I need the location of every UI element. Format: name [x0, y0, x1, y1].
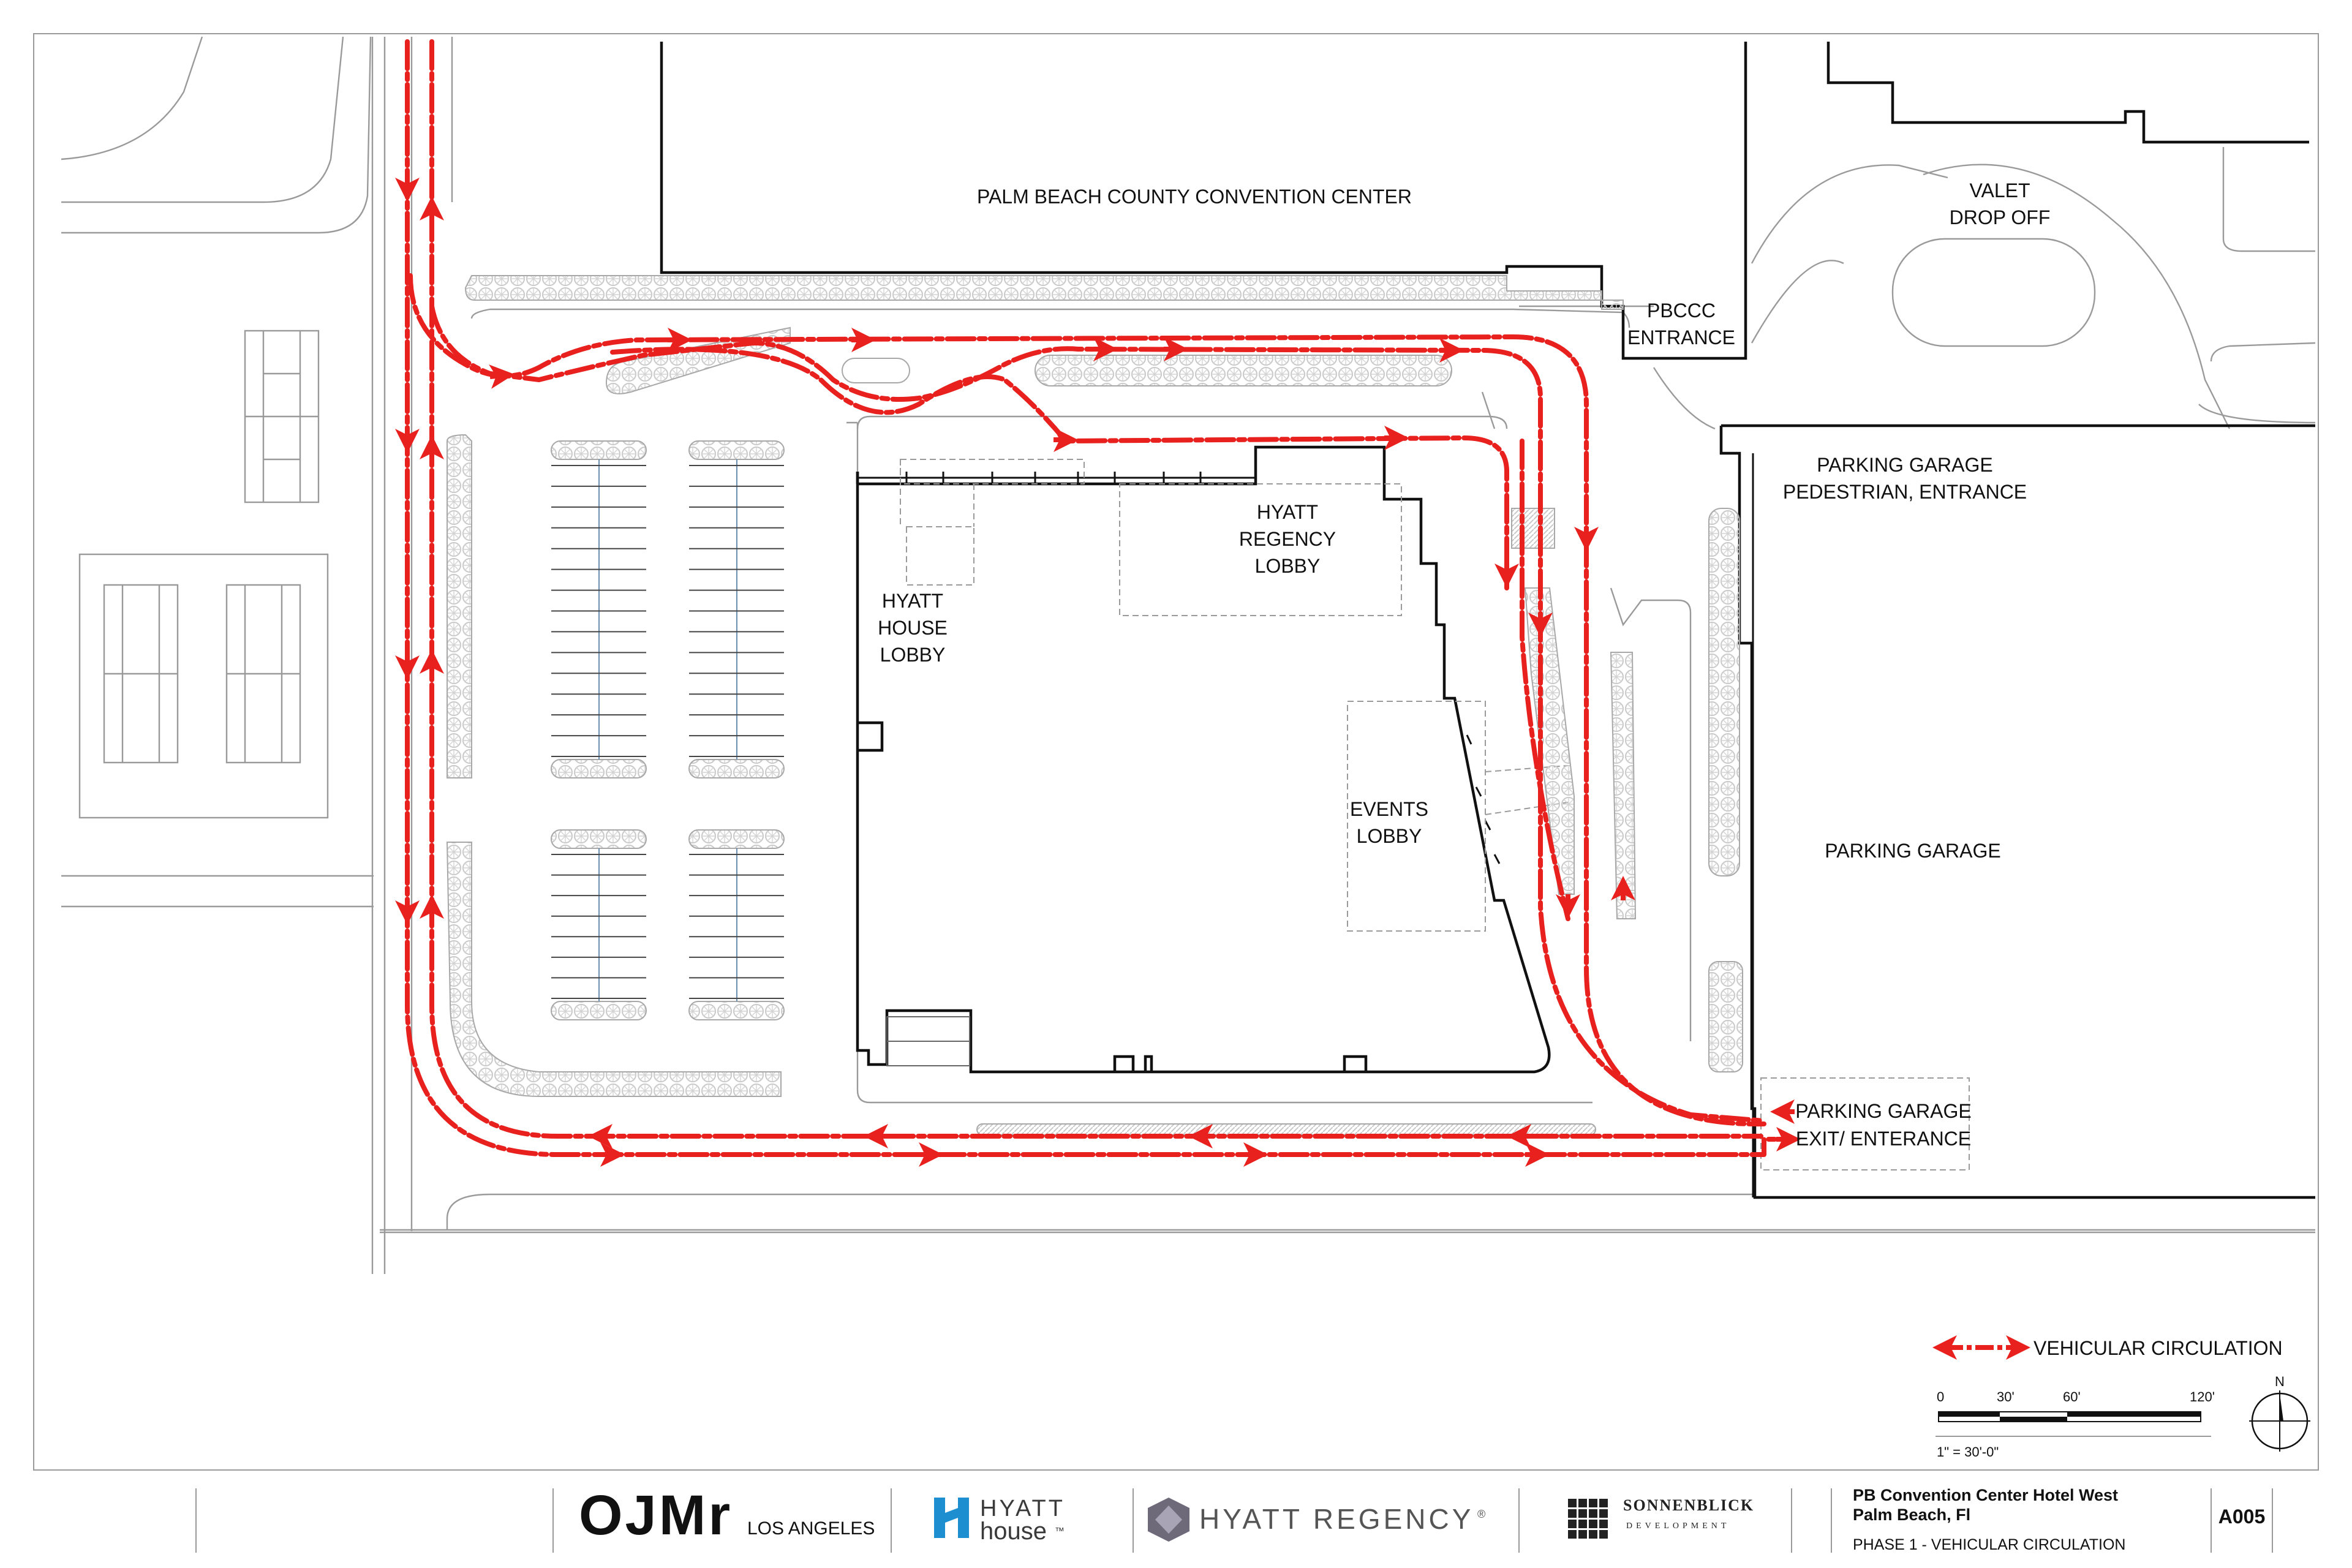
route-east-branch [1520, 439, 1570, 921]
label-regency-1: HYATT [1257, 501, 1318, 523]
hyatt-regency-text: HYATT REGENCY [1199, 1503, 1474, 1535]
label-house-1: HYATT [882, 590, 943, 612]
logo-square [1599, 1530, 1608, 1539]
logo-square [1568, 1509, 1577, 1518]
title-block: OJMr LOS ANGELES HYATT house ™ HYATT REG… [195, 1484, 2273, 1553]
architect-logo: OJMr [579, 1484, 733, 1547]
label-convention-center: PALM BEACH COUNTY CONVENTION CENTER [977, 186, 1412, 208]
north-arrow: N [2249, 1374, 2310, 1452]
route-west-branch [408, 273, 1766, 1127]
label-events-1: EVENTS [1350, 798, 1428, 820]
logo-square [1578, 1499, 1587, 1507]
logo-square [1578, 1530, 1587, 1539]
building-details [858, 472, 1501, 1066]
logo-square [1589, 1520, 1597, 1528]
sonnenblick-logo: SONNENBLICK DEVELOPMENT [1568, 1496, 1754, 1539]
label-regency-3: LOBBY [1255, 555, 1321, 577]
logo-square [1568, 1520, 1577, 1528]
logo-square [1589, 1509, 1597, 1518]
logo-square [1578, 1509, 1587, 1518]
logo-square [1578, 1520, 1587, 1528]
scale-tick-30: 30' [1997, 1389, 2015, 1404]
sheet-title: PHASE 1 - VEHICULAR CIRCULATION [1853, 1536, 2125, 1553]
label-valet-1: VALET [1970, 179, 2030, 202]
label-pbccc-2: ENTRANCE [1627, 326, 1735, 349]
circulation-arrows [395, 178, 1801, 1167]
north-label: N [2275, 1374, 2285, 1389]
label-pg-ped-2: PEDESTRIAN, ENTRANCE [1783, 481, 2027, 503]
circulation-arrow [489, 364, 514, 389]
route-west-outer [405, 39, 1779, 1157]
developer-sub: DEVELOPMENT [1626, 1521, 1730, 1531]
label-valet-2: DROP OFF [1950, 206, 2051, 228]
hyatt-regency-logo: HYATT REGENCY ® [1148, 1498, 1485, 1542]
logo-square [1568, 1499, 1577, 1507]
label-pg-exit-2: EXIT/ ENTERANCE [1796, 1128, 1971, 1150]
logo-square [1599, 1499, 1608, 1507]
logo-square [1599, 1509, 1608, 1518]
label-pg-ped-1: PARKING GARAGE [1817, 454, 1992, 476]
label-parking-garage: PARKING GARAGE [1825, 840, 2000, 862]
logo-square [1589, 1530, 1597, 1539]
context-linework [61, 36, 2316, 1274]
scale-ratio: 1" = 30'-0" [1937, 1444, 1999, 1460]
label-house-2: HOUSE [878, 617, 948, 639]
route-lower-loop [610, 347, 1509, 590]
graphic-scale: 0 30' 60' 120' 1" = 30'-0" [1936, 1389, 2215, 1460]
legend-circulation-label: VEHICULAR CIRCULATION [2034, 1337, 2283, 1359]
sheet-number: A005 [2218, 1506, 2266, 1528]
hyatt-regency-reg: ® [1477, 1508, 1485, 1520]
architect-city: LOS ANGELES [747, 1518, 875, 1539]
scale-tick-60: 60' [2063, 1389, 2081, 1404]
hyatt-house-logo: HYATT house ™ [934, 1496, 1065, 1545]
sheet-border [33, 33, 2319, 1471]
landscape-islands [446, 275, 1743, 1136]
label-events-2: LOBBY [1357, 825, 1422, 847]
route-west-inner [429, 39, 1763, 1139]
hyatt-house-tm: ™ [1055, 1526, 1065, 1537]
logo-square [1568, 1530, 1577, 1539]
label-pbccc-1: PBCCC [1647, 300, 1716, 322]
label-pg-exit-1: PARKING GARAGE [1795, 1100, 1971, 1122]
vehicular-circulation-routes [405, 39, 1779, 1157]
project-name: PB Convention Center Hotel West [1853, 1486, 2118, 1504]
logo-square [1589, 1499, 1597, 1507]
logo-square [1599, 1520, 1608, 1528]
scale-tick-0: 0 [1937, 1389, 1944, 1404]
parking-stalls [598, 459, 737, 1001]
developer-name: SONNENBLICK [1623, 1496, 1754, 1514]
plan-labels: PALM BEACH COUNTY CONVENTION CENTER VALE… [878, 179, 2050, 1150]
label-house-3: LOBBY [880, 644, 946, 666]
parking-stall-lines [551, 465, 784, 999]
buildings [660, 42, 2315, 1199]
label-regency-2: REGENCY [1239, 528, 1336, 550]
lobby-outlines [900, 459, 1970, 1170]
scale-tick-120: 120' [2190, 1389, 2215, 1404]
project-location: Palm Beach, Fl [1853, 1506, 1970, 1524]
hyatt-house-bottom: house [980, 1518, 1047, 1545]
legend: VEHICULAR CIRCULATION [1932, 1335, 2283, 1360]
hyatt-house-top: HYATT [980, 1496, 1065, 1521]
